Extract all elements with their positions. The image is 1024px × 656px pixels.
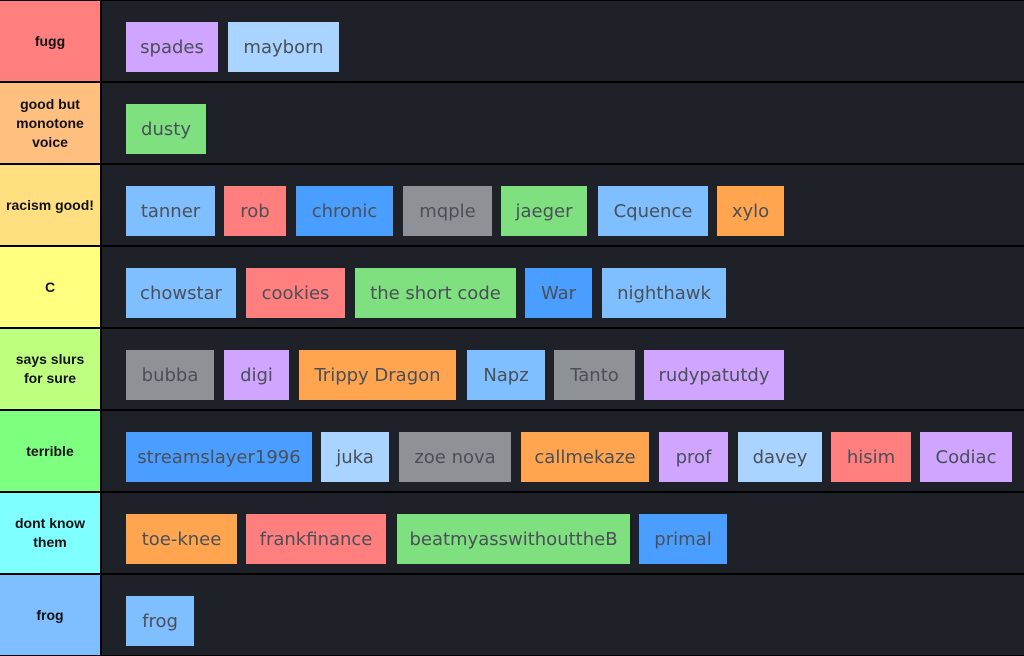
tier-label[interactable]: terrible	[0, 411, 100, 491]
tier-item-chip[interactable]: bubba	[126, 350, 214, 400]
tier-item-chip[interactable]: callmekaze	[521, 432, 649, 482]
tier-label[interactable]: fugg	[0, 1, 100, 81]
tier-label[interactable]: dont know them	[0, 493, 100, 573]
tier-item-chip[interactable]: rudypatutdy	[644, 350, 784, 400]
tier-label[interactable]: good but monotone voice	[0, 83, 100, 163]
tier-label[interactable]: says slurs for sure	[0, 329, 100, 409]
tier-item-chip[interactable]: davey	[738, 432, 822, 482]
tier-item-chip[interactable]: prof	[659, 432, 728, 482]
tier-item-chip[interactable]: nighthawk	[602, 268, 726, 318]
tier-item-chip[interactable]: hisim	[831, 432, 911, 482]
tier-item-chip[interactable]: Napz	[467, 350, 545, 400]
tier-item-chip[interactable]: the short code	[355, 268, 516, 318]
tier-item-chip[interactable]: mayborn	[228, 22, 339, 72]
tier-row: good but monotone voice dusty	[0, 83, 1024, 163]
tier-item-chip[interactable]: War	[525, 268, 592, 318]
tier-label[interactable]: racism good!	[0, 165, 100, 245]
tier-items-area[interactable]: frog	[102, 575, 1024, 655]
tier-item-chip[interactable]: frankfinance	[246, 514, 386, 564]
tier-item-chip[interactable]: Trippy Dragon	[299, 350, 456, 400]
tier-items-area[interactable]: dusty	[102, 83, 1024, 163]
tier-item-chip[interactable]: primal	[639, 514, 727, 564]
tier-item-chip[interactable]: Tanto	[554, 350, 635, 400]
tier-item-chip[interactable]: streamslayer1996	[126, 432, 312, 482]
tier-item-chip[interactable]: Codiac	[920, 432, 1012, 482]
tier-label[interactable]: C	[0, 247, 100, 327]
tier-item-chip[interactable]: juka	[321, 432, 389, 482]
tier-row: frog frog	[0, 575, 1024, 655]
tier-item-chip[interactable]: mqple	[403, 186, 492, 236]
tier-item-chip[interactable]: chowstar	[126, 268, 236, 318]
tier-item-chip[interactable]: spades	[126, 22, 218, 72]
tier-item-chip[interactable]: cookies	[246, 268, 345, 318]
tier-item-chip[interactable]: zoe nova	[399, 432, 511, 482]
tier-item-chip[interactable]: rob	[224, 186, 286, 236]
tier-item-chip[interactable]: tanner	[126, 186, 215, 236]
tier-label[interactable]: frog	[0, 575, 100, 655]
tier-item-chip[interactable]: frog	[126, 596, 194, 646]
tier-item-chip[interactable]: jaeger	[501, 186, 587, 236]
tier-item-chip[interactable]: chronic	[296, 186, 393, 236]
tier-item-chip[interactable]: toe-knee	[126, 514, 237, 564]
tier-item-chip[interactable]: digi	[224, 350, 289, 400]
tier-item-chip[interactable]: beatmyasswithouttheB	[397, 514, 630, 564]
tier-item-chip[interactable]: xylo	[717, 186, 784, 236]
tier-item-chip[interactable]: Cquence	[598, 186, 708, 236]
tier-item-chip[interactable]: dusty	[126, 104, 206, 154]
